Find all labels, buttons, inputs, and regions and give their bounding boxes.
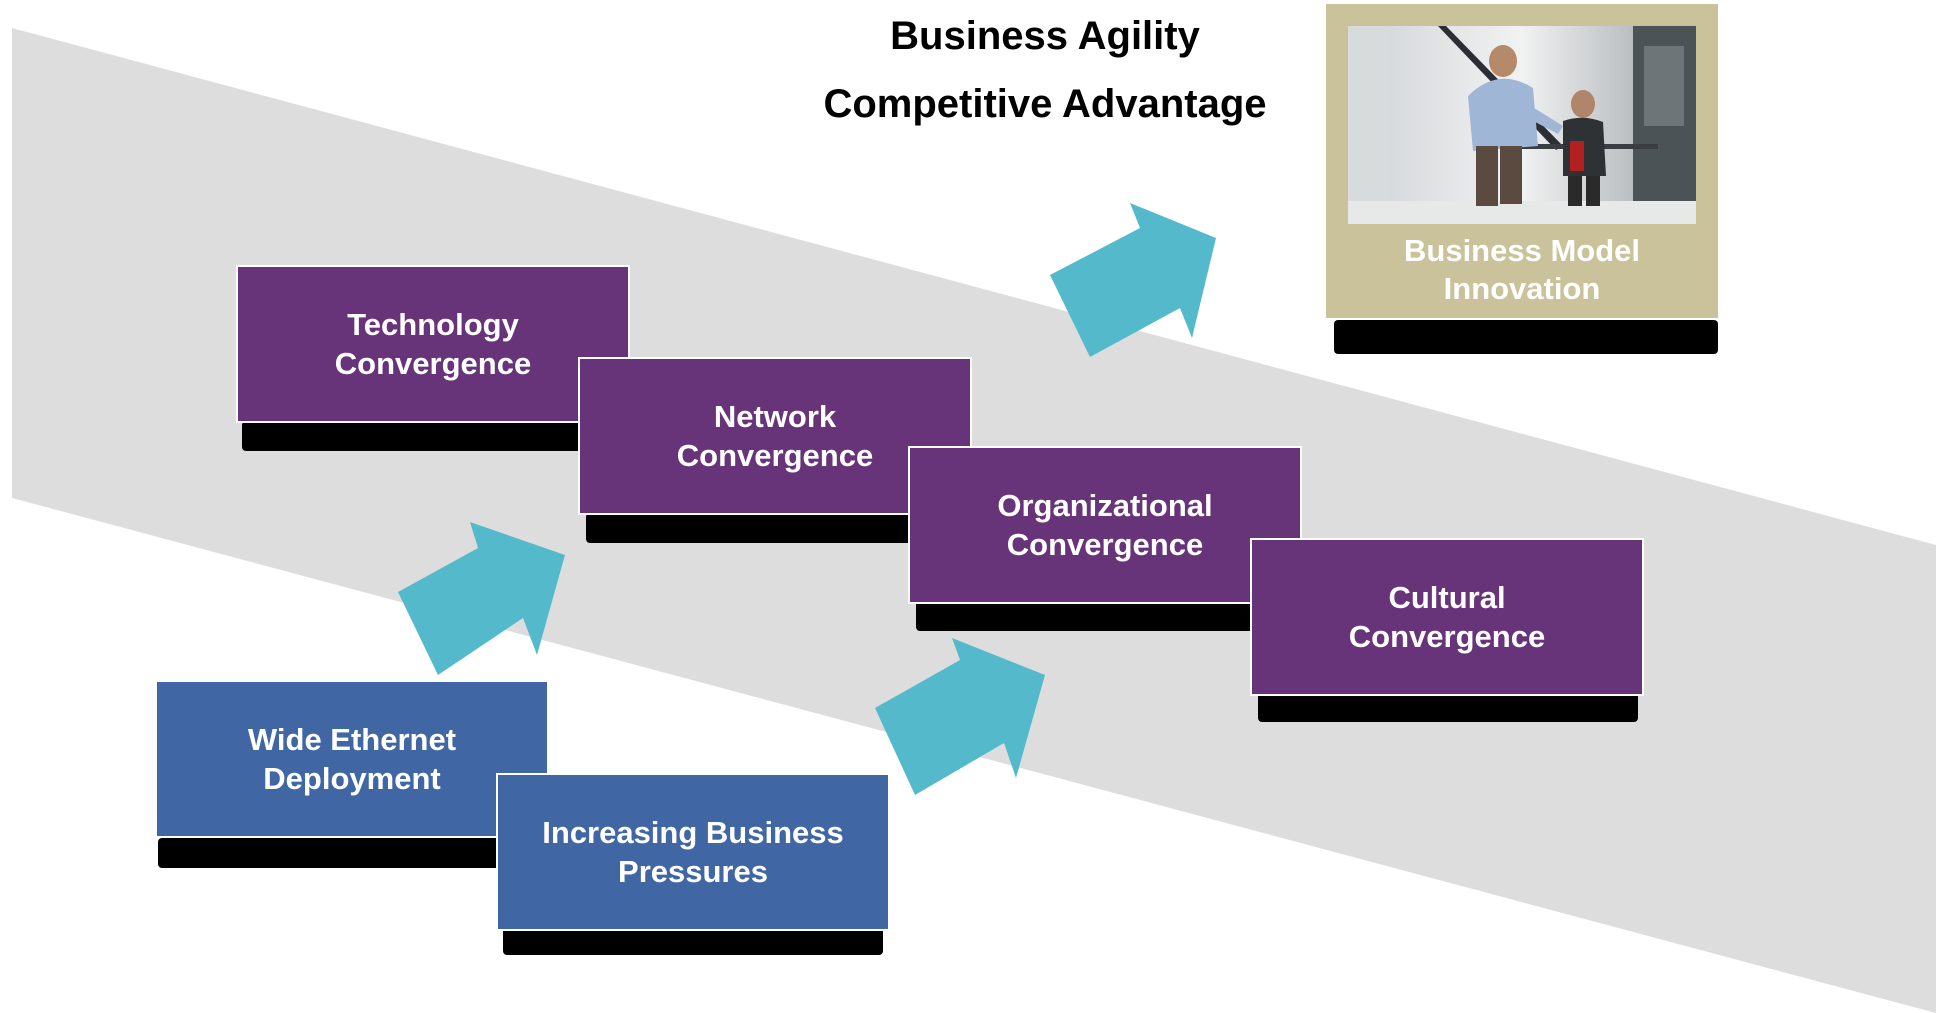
box-shadow: [158, 838, 538, 868]
box-shadow: [1334, 320, 1718, 354]
right-up-arrow-icon: [875, 638, 1045, 795]
network-convergence-box: Network Convergence: [578, 357, 972, 515]
box-label: Convergence: [1006, 527, 1204, 562]
box-label: Convergence: [676, 438, 874, 473]
box-label: Organizational: [997, 488, 1213, 523]
business-model-innovation-card: Business Model Innovation: [1326, 4, 1718, 318]
outcome-caption: Business Model Innovation: [1326, 232, 1718, 308]
organizational-convergence-box: Organizational Convergence: [908, 446, 1302, 604]
box-label: Wide Ethernet: [247, 722, 457, 757]
box-label: Increasing Business: [542, 815, 844, 850]
box-label: Technology: [347, 307, 519, 342]
box-label: Pressures: [618, 854, 768, 889]
photo-two-businessmen: [1348, 26, 1696, 224]
right-up-arrow-icon: [398, 522, 565, 675]
increasing-business-pressures-box: Increasing Business Pressures: [496, 773, 890, 931]
technology-convergence-box: Technology Convergence: [236, 265, 630, 423]
box-shadow: [242, 421, 630, 451]
box-shadow: [1258, 692, 1638, 722]
right-up-arrow-icon: [1050, 203, 1216, 357]
headline-competitive-advantage: Competitive Advantage: [823, 82, 1267, 126]
wide-ethernet-deployment-box: Wide Ethernet Deployment: [155, 680, 549, 838]
cultural-convergence-box: Cultural Convergence: [1250, 538, 1644, 696]
box-label: Convergence: [334, 346, 532, 381]
outcome-label: Innovation: [1443, 271, 1601, 306]
box-label: Convergence: [1348, 619, 1546, 654]
headline-business-agility: Business Agility: [890, 14, 1200, 58]
outcome-label: Business Model: [1404, 233, 1640, 268]
box-label: Cultural: [1388, 580, 1506, 615]
box-label: Deployment: [263, 761, 441, 796]
box-shadow: [916, 601, 1304, 631]
box-label: Network: [713, 399, 837, 434]
